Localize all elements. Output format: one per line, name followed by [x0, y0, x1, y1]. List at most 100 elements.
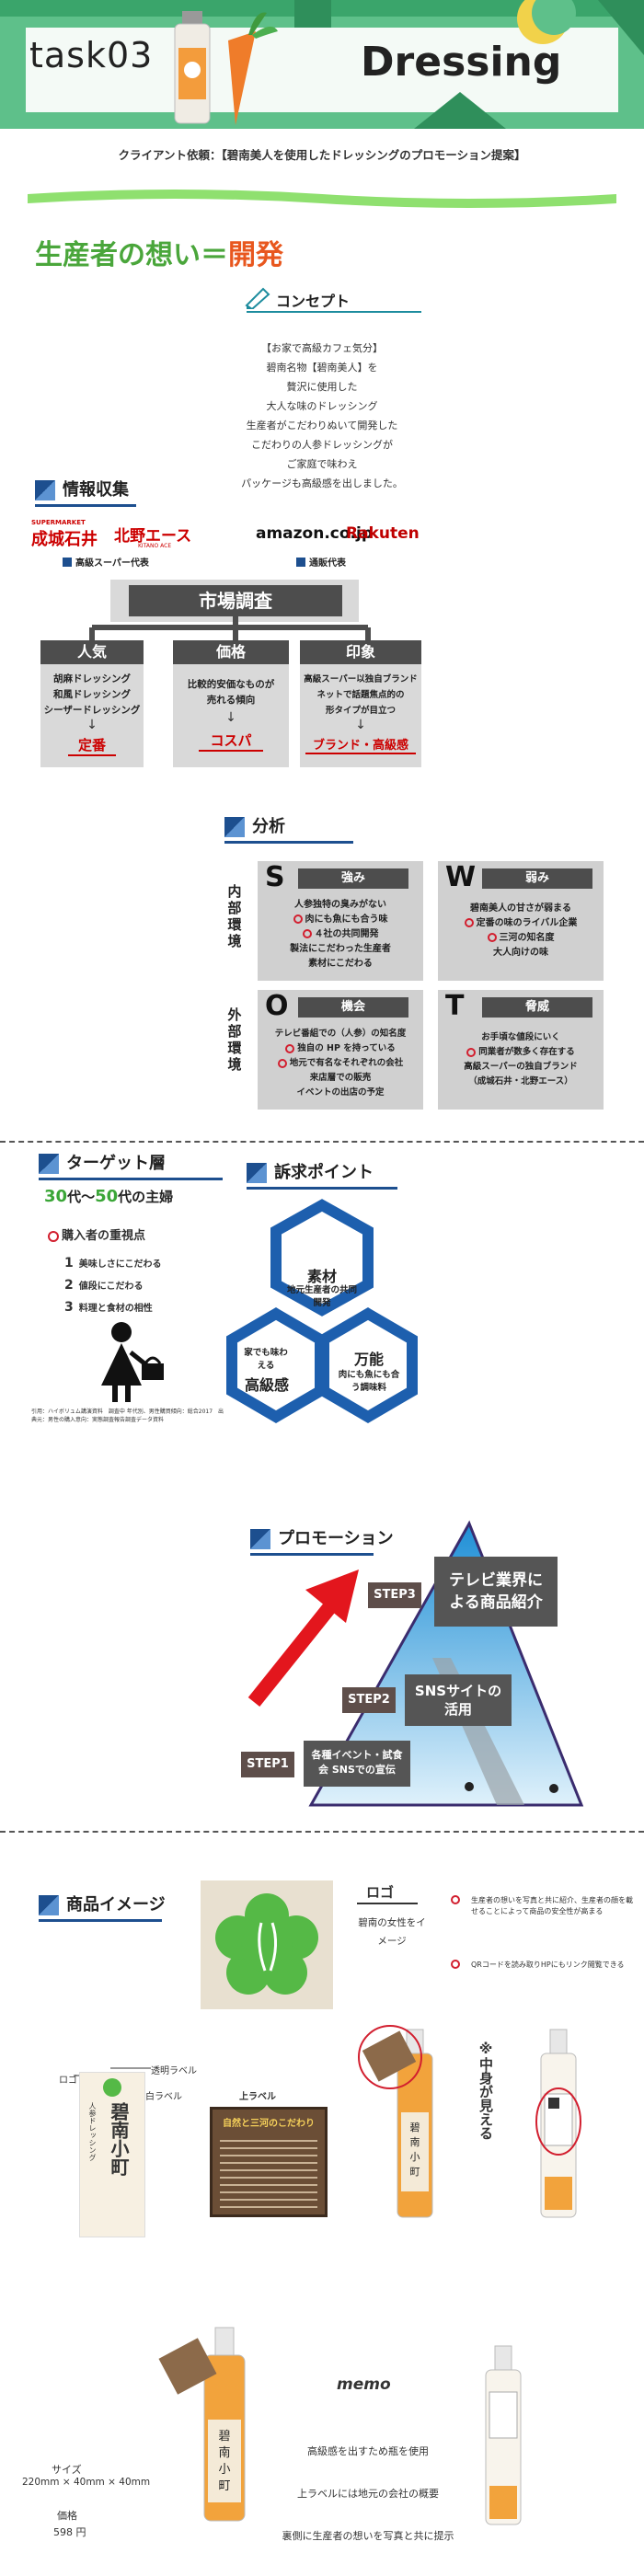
price-value: 598 円 [53, 2526, 86, 2538]
info-section-title: 情報収集 [35, 478, 129, 502]
memo-line: 裏側に生産者の想いを写真と共に提示 [282, 2530, 454, 2542]
swot-body: 人参独特の臭みがない 肉にも魚にも合う味 ４社の共同開発 製法にこだわった生産者… [261, 898, 420, 972]
swot-letter: W [445, 861, 477, 893]
red-up-arrow-icon [247, 1570, 359, 1707]
card-body: 高級スーパー以独自ブランド ネットで話題焦点的の 形タイプが目立つ [300, 672, 421, 719]
svg-text:碧: 碧 [410, 2122, 420, 2133]
kitano-logo-small: KITANO ACE [138, 543, 172, 549]
down-arrow-icon: ↓ [225, 710, 236, 725]
upper-label-text-block [220, 2134, 317, 2208]
item-text: 料理と食材の相性 [78, 1304, 153, 1314]
header-banner: task03 Dressing [0, 0, 644, 129]
bottle-with-tag-image: 碧 南 小 町 [358, 2025, 433, 2218]
circle-bullet-icon [302, 929, 312, 938]
card-result: 定番 [68, 735, 116, 756]
appeal-top-sub: 地元生産者の共同開発 [286, 1285, 357, 1308]
svg-text:碧: 碧 [218, 2430, 230, 2444]
memo-list: 高級感を出すため瓶を使用 上ラベルには地元の会社の概要 裏側に生産者の想いを写真… [276, 2431, 460, 2558]
concept-underline [247, 311, 421, 313]
ecommerce-tag: 通販代表 [296, 552, 388, 569]
swot-body: お手頃な値段にいく 同業者が数多く存在する 高級スーパーの独自ブランド （成城石… [442, 1030, 600, 1089]
concept-line: 贅沢に使用した [286, 381, 358, 393]
promotion-title-underline [250, 1553, 374, 1556]
bottle-carrot-illustration [174, 11, 278, 125]
item-text: 値段にこだわる [78, 1282, 144, 1292]
concept-line: こだわりの人参ドレッシングが [251, 439, 393, 451]
flower-logo-icon [215, 1893, 318, 1995]
callout-clear-label: 透明ラベル [151, 2066, 197, 2076]
circle-bullet-icon [451, 1960, 460, 1969]
list-item: 1 美味しさにこだわる [64, 1253, 162, 1275]
swot-letter: O [265, 990, 289, 1022]
card-result: コスパ [199, 730, 263, 752]
svg-text:南: 南 [218, 2445, 230, 2460]
upper-label-title: 上ラベル [239, 2092, 276, 2102]
card-body: 胡麻ドレッシング 和風ドレッシング シーザードレッシング [40, 672, 144, 719]
circle-bullet-icon [48, 1230, 59, 1242]
target-title-underline [39, 1178, 223, 1180]
bottle-front-image: 碧 南 小 町 [158, 2327, 246, 2522]
upper-label-card: 自然と三河のこだわり [210, 2107, 328, 2217]
upper-label-heading: 自然と三河のこだわり [223, 2119, 315, 2129]
age-a: 30 [44, 1187, 68, 1206]
seijo-logo: 成城石井 [31, 530, 98, 549]
research-card-impression: 印象 高級スーパー以独自ブランド ネットで話題焦点的の 形タイプが目立つ ↓ ブ… [300, 640, 421, 767]
task-title: task03 [29, 35, 154, 75]
memo-title: memo [337, 2375, 391, 2394]
housewife-icon [101, 1322, 164, 1402]
concept-title: コンセプト [276, 293, 351, 310]
swot-letter: S [265, 861, 285, 893]
item-num: 1 [64, 1256, 74, 1271]
brand-name-vertical: 碧南小町 [108, 2102, 130, 2176]
swot-line: お手頃な値段にいく [481, 1032, 560, 1042]
target-age: 30代～50代の主婦 [44, 1187, 173, 1206]
concept-line: 生産者がこだわりぬいて開発した [246, 420, 398, 431]
swot-head: 強み [298, 868, 408, 889]
swot-body: 碧南美人の甘さが弱まる 定番の味のライバル企業 三河の知名度 大人向けの味 [442, 902, 600, 960]
swot-line: 碧南美人の甘さが弱まる [470, 903, 571, 914]
item-num: 2 [64, 1278, 74, 1293]
swot-head: 機会 [298, 997, 408, 1018]
note-text: QRコードを読み取りHPにもリンク閲覧できる [471, 1961, 625, 1969]
step2-box: SNSサイトの活用 [405, 1674, 512, 1726]
dashed-divider [0, 1831, 644, 1833]
step1-tag: STEP1 [241, 1752, 294, 1777]
step2-tag: STEP2 [342, 1687, 396, 1713]
bottle-back-image [535, 2029, 581, 2218]
down-arrow-icon: ↓ [355, 718, 366, 732]
appeal-left-sub: 家でも味わえる [244, 1348, 288, 1371]
circle-bullet-icon [464, 918, 474, 927]
kitano-logo: 北野エース [114, 527, 192, 546]
age-b: 50 [95, 1187, 119, 1206]
internal-environment-label: 内部環境 [227, 883, 242, 949]
card-head: 印象 [300, 640, 421, 664]
product-note-1: 生産者の想いを写真と共に紹介、生産者の顔を載せることによって商品の安全性が高まる [451, 1895, 635, 1917]
product-title-underline [39, 1919, 162, 1922]
source-note: 引用：ハイボリュム講演資料 調査中 年代別、男性購買傾向：総合2017 出典元：… [31, 1409, 224, 1423]
price-label: 価格 [57, 2510, 77, 2522]
card-result: ブランド・高級感 [305, 735, 416, 754]
logo-label: ロゴ [366, 1884, 395, 1901]
header-decoration [294, 0, 644, 129]
header-inner-panel [26, 28, 618, 112]
callout-white-label: 白ラベル [145, 2092, 182, 2102]
concept-line: 大人な味のドレッシング [266, 400, 378, 412]
appeal-hexagons [226, 1199, 418, 1423]
swot-line: 高級スーパーの独自ブランド [464, 1062, 578, 1072]
swot-head: 弱み [482, 868, 592, 889]
circle-bullet-icon [285, 1043, 295, 1053]
swot-line: 定番の味のライバル企業 [476, 918, 578, 928]
analysis-title-underline [224, 841, 353, 844]
appeal-left-main: 高級感 [244, 1376, 289, 1394]
main-heading: 生産者の想い＝開発 [35, 232, 283, 272]
dashed-divider [0, 1141, 644, 1143]
item-text: 美味しさにこだわる [78, 1259, 162, 1270]
card-line: 高級スーパー以独自ブランド [304, 674, 418, 684]
swot-line: 地元で有名なそれぞれの会社 [289, 1058, 404, 1068]
dressing-title: Dressing [361, 39, 562, 86]
svg-text:小: 小 [218, 2463, 230, 2477]
info-title-underline [35, 504, 136, 507]
appeal-top-main: 素材 [306, 1268, 337, 1285]
